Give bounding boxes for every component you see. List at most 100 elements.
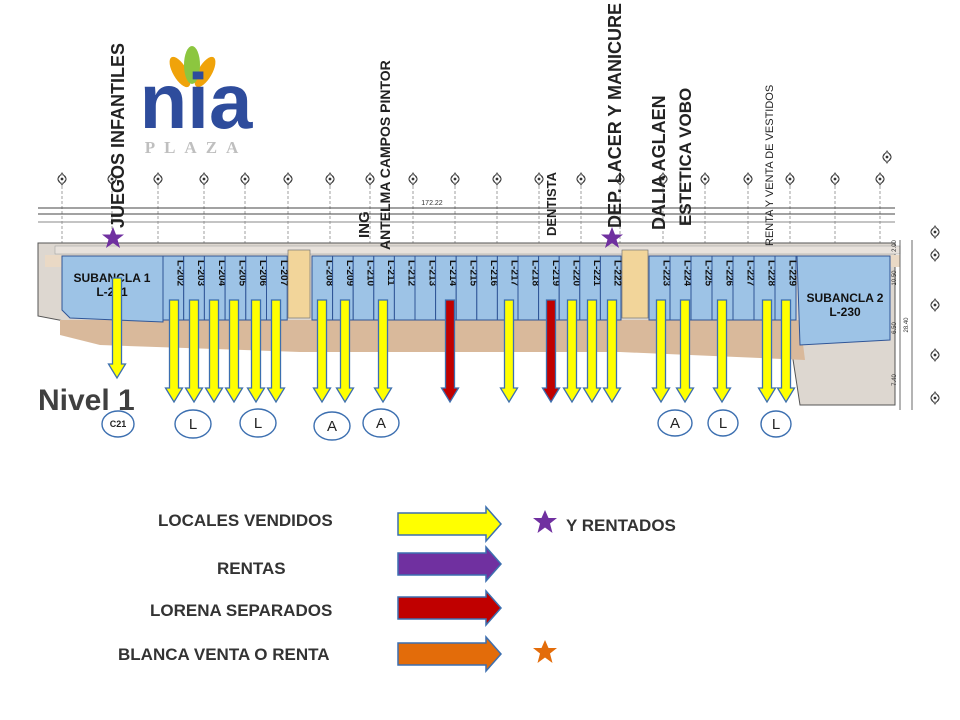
arrow-l-226 <box>712 299 732 404</box>
stair-block <box>621 249 649 319</box>
grid-marker-icon <box>700 172 710 186</box>
ellipse-marker: L <box>707 409 739 437</box>
dimension-line: 172.22 <box>38 200 895 223</box>
ellipse-marker: A <box>362 408 400 438</box>
grid-marker-icon <box>153 172 163 186</box>
legend <box>397 505 557 673</box>
right-dimension-label: 10.50 <box>892 270 898 286</box>
unit-label: L-220 <box>571 260 582 287</box>
arrow-l-208 <box>312 299 332 404</box>
logo-leaves-icon <box>169 46 216 88</box>
subancla-right-name: SUBANCLA 2 <box>807 291 884 305</box>
right-dimension-label: 2.00 <box>892 240 898 252</box>
grid-marker-icon <box>930 348 940 362</box>
star-icon <box>601 227 623 248</box>
unit-l-210: L-210 <box>352 255 376 321</box>
grid-marker-icon <box>743 172 753 186</box>
grid-marker-icon <box>882 150 892 164</box>
arrow-l-221 <box>582 299 602 404</box>
vertical-label: JUEGOS INFANTILES <box>108 43 128 228</box>
grid-marker-icon <box>325 172 335 186</box>
legend-label-rentas: RENTAS <box>217 559 286 578</box>
logo-text: nia <box>140 57 253 145</box>
grid-marker-icon <box>930 248 940 262</box>
ellipse-marker: C21 <box>101 410 135 438</box>
unit-label: L-214 <box>447 260 458 287</box>
arrow-l-206 <box>246 299 266 404</box>
vertical-label: DALIA AGLAEN <box>649 95 669 230</box>
arrow-l-220 <box>562 299 582 404</box>
unit-label: L-222 <box>612 260 623 287</box>
grid-marker-icon <box>492 172 502 186</box>
grid-marker-icon <box>283 172 293 186</box>
arrow-l-223 <box>651 299 671 404</box>
ellipse-marker: L <box>174 409 212 439</box>
ellipse-label: L <box>254 415 262 432</box>
unit-label: L-223 <box>661 260 672 287</box>
right-dimensions: 2.00 10.50 6.50 7.40 28.40 <box>892 240 913 410</box>
legend-label-separados: LORENA SEPARADOS <box>150 601 333 620</box>
arrow-l-228 <box>757 299 777 404</box>
unit-label: L-226 <box>724 260 735 287</box>
unit-label: L-204 <box>216 260 227 287</box>
ellipse-marker: A <box>657 409 693 437</box>
ellipse-label: L <box>772 416 780 433</box>
grid-marker-icon <box>534 172 544 186</box>
plan-stars <box>102 227 623 248</box>
grid-marker-icon <box>57 172 67 186</box>
grid-marker-icon <box>930 298 940 312</box>
ellipse-marker: L <box>760 410 792 438</box>
unit-label: L-228 <box>766 260 777 287</box>
grid-marker-icon <box>785 172 795 186</box>
unit-l-213: L-213 <box>414 255 437 321</box>
ellipse-label: A <box>327 418 337 435</box>
level-title: Nivel 1 <box>38 384 135 417</box>
unit-label: L-227 <box>745 260 756 287</box>
ellipse-label: L <box>719 415 727 432</box>
right-dimension-label: 6.50 <box>892 322 898 334</box>
ellipse-label: A <box>376 415 386 432</box>
legend-arrow-3 <box>397 635 503 673</box>
stair-block <box>287 249 311 319</box>
unit-label: L-203 <box>195 260 206 287</box>
unit-label: L-213 <box>426 260 437 287</box>
status-arrows <box>107 277 796 404</box>
unit-label: L-224 <box>682 260 693 287</box>
arrow-l-222 <box>602 299 622 404</box>
unit-label: L-217 <box>509 260 520 287</box>
ellipse-label: L <box>189 416 197 433</box>
unit-label: L-209 <box>344 260 355 287</box>
unit-l-218: L-218 <box>517 255 540 321</box>
vertical-label: ING <box>356 211 373 238</box>
unit-label: L-206 <box>257 260 268 287</box>
arrow-l-224 <box>675 299 695 404</box>
vertical-label: DEP. LACER Y MANICURE <box>605 3 625 228</box>
subancla-right: SUBANCLA 2L-230 <box>796 255 891 346</box>
ellipse-marker: A <box>313 411 351 441</box>
ellipse-marker: L <box>239 408 277 438</box>
legend-label-blanca: BLANCA VENTA O RENTA <box>118 645 330 664</box>
unit-label: L-207 <box>278 260 289 287</box>
legend-label-rentados: Y RENTADOS <box>566 516 676 535</box>
arrow-l-201 <box>107 277 127 380</box>
vertical-label: RENTA Y VENTA DE VESTIDOS <box>764 85 776 246</box>
unit-label: L-212 <box>406 260 417 287</box>
arrow-l-204 <box>204 299 224 404</box>
right-dimension-label: 7.40 <box>892 374 898 386</box>
legend-arrow-0 <box>397 505 503 543</box>
unit-l-216: L-216 <box>476 255 499 321</box>
unit-label: L-229 <box>787 260 798 287</box>
unit-label: L-221 <box>591 260 602 287</box>
dimension-label: 172.22 <box>421 200 443 207</box>
arrow-l-203 <box>184 299 204 404</box>
arrow-l-229 <box>776 299 796 404</box>
arrow-l-219 <box>541 299 561 404</box>
grid-marker-icon <box>199 172 209 186</box>
grid-marker-icon <box>365 172 375 186</box>
unit-label: L-216 <box>488 260 499 287</box>
unit-label: L-219 <box>550 260 561 287</box>
right-dimension-total: 28.40 <box>904 317 910 333</box>
grid-marker-icon <box>240 172 250 186</box>
grid-marker-icon <box>450 172 460 186</box>
logo-subtext: PLAZA <box>145 138 248 157</box>
